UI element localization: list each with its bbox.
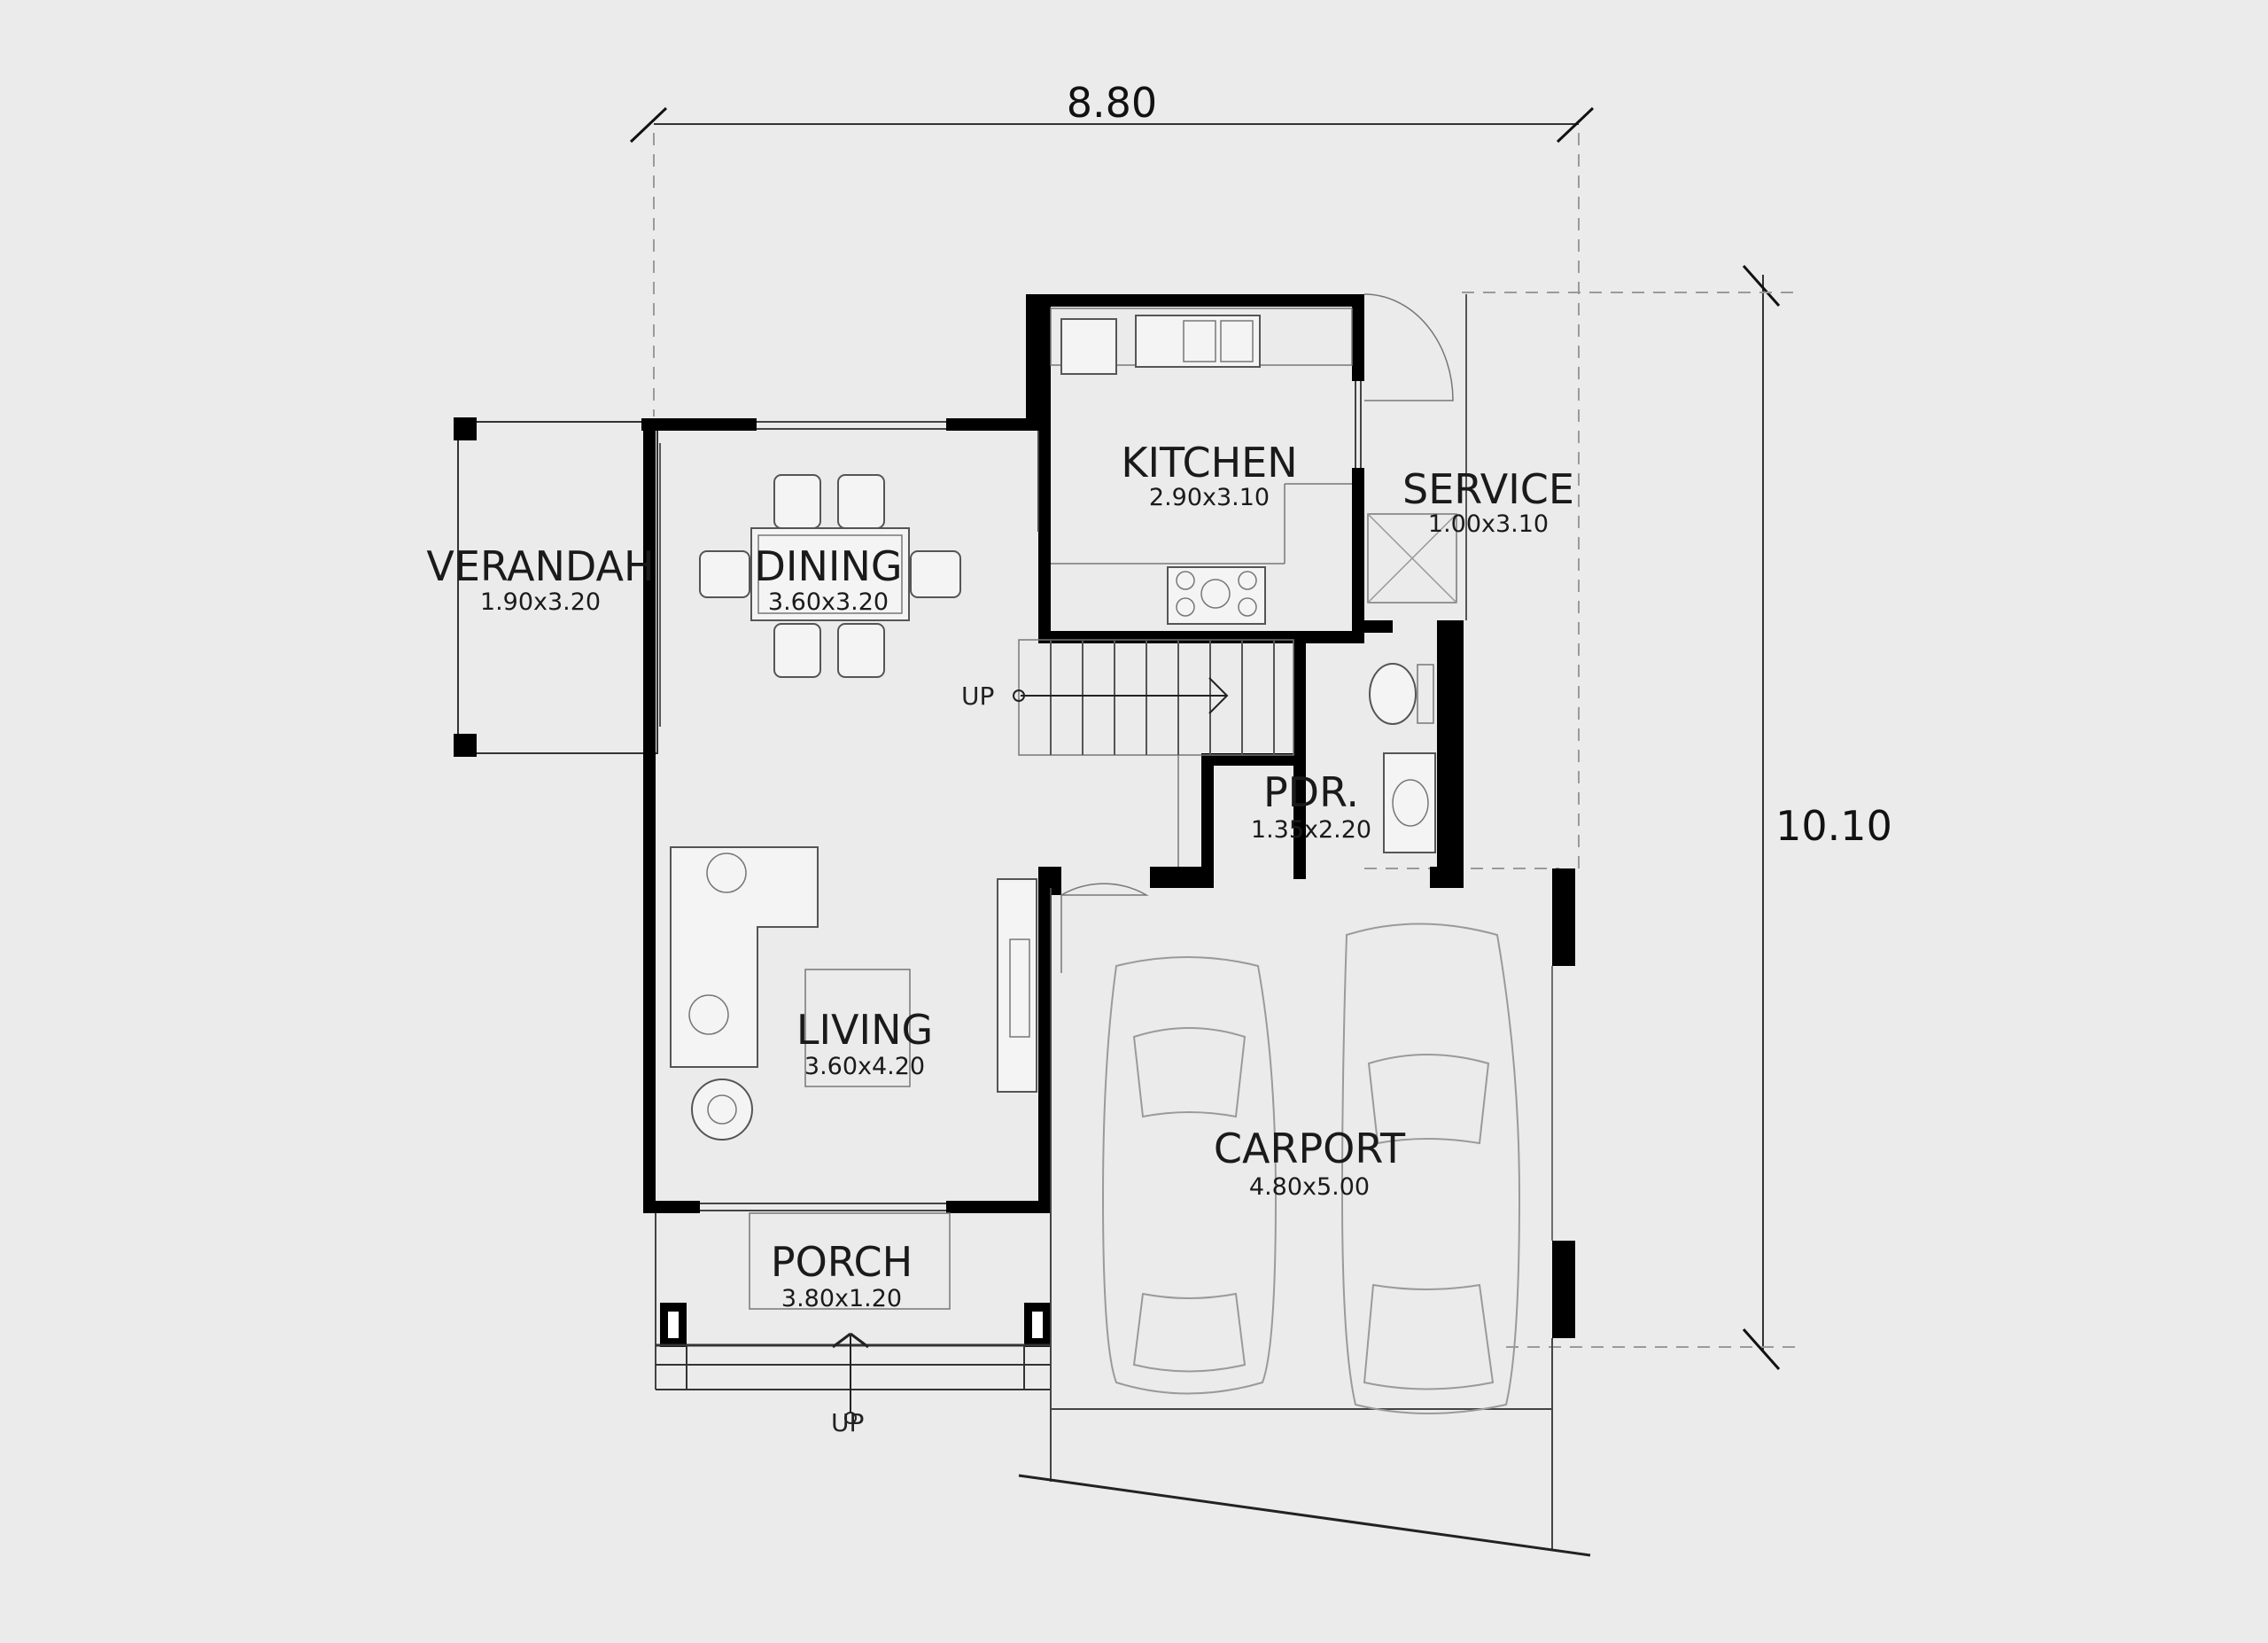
porch-size: 3.80x1.20 <box>781 1285 902 1312</box>
verandah-label: VERANDAH <box>426 542 654 590</box>
service-size: 1.00x3.10 <box>1428 510 1549 538</box>
verandah-size: 1.90x3.20 <box>480 588 601 616</box>
staircase <box>1013 639 1294 867</box>
dining-label: DINING <box>754 542 902 590</box>
kitchen-size: 2.90x3.10 <box>1149 484 1270 511</box>
living-size: 3.60x4.20 <box>804 1053 925 1080</box>
depth-dimension-label: 10.10 <box>1775 802 1892 850</box>
kitchen-label: KITCHEN <box>1121 439 1297 487</box>
porch-label: PORCH <box>771 1238 913 1286</box>
windows <box>700 381 1362 1211</box>
living-label: LIVING <box>796 1006 933 1054</box>
carport-label: CARPORT <box>1214 1125 1406 1172</box>
service-label: SERVICE <box>1402 465 1574 513</box>
carport-size: 4.80x5.00 <box>1249 1173 1370 1201</box>
dining-size: 3.60x3.20 <box>768 588 889 616</box>
carport-area <box>1018 883 1591 1557</box>
pdr-label: PDR. <box>1263 768 1359 816</box>
pdr-size: 1.35x2.20 <box>1251 816 1371 844</box>
car-right <box>1340 923 1521 1414</box>
pdr-fixtures <box>1369 663 1436 853</box>
width-dimension-label: 8.80 <box>1067 79 1157 127</box>
dining-table-set <box>699 474 961 678</box>
kitchen-fixtures <box>1050 308 1353 625</box>
living-furniture <box>670 846 1037 1141</box>
car-left <box>1101 956 1278 1395</box>
walls <box>641 294 1575 1347</box>
stair-up-label: UP <box>961 681 994 711</box>
service-area <box>1363 293 1467 620</box>
entry-up-label: UP <box>831 1408 864 1437</box>
